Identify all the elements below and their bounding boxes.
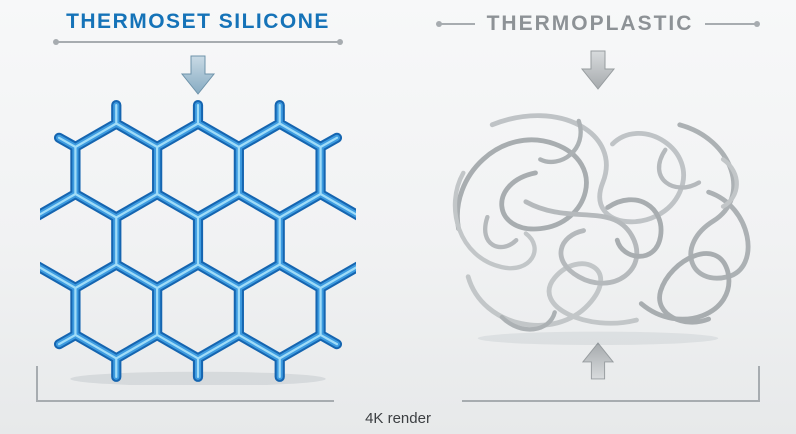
left-frame-bracket: [36, 366, 334, 402]
thermoplastic-title-rule-left: [435, 21, 475, 27]
ground-shadow: [477, 331, 719, 346]
thermoplastic-title-row: THERMOPLASTIC: [428, 10, 768, 38]
down-arrow-icon: [580, 50, 616, 90]
thermoplastic-title: THERMOPLASTIC: [486, 12, 694, 35]
thermoplastic-structure-wrap: [428, 94, 768, 346]
thermoplastic-panel: THERMOPLASTIC: [428, 10, 768, 382]
polymer-chains: [452, 113, 751, 332]
down-arrow-icon: [180, 55, 216, 95]
rule-end-dot: [53, 39, 59, 45]
rule-end-dot: [754, 21, 761, 27]
network-tubes: [40, 105, 356, 377]
right-frame-bracket: [462, 366, 760, 402]
rule-end-dot: [435, 21, 442, 27]
thermoset-title: THERMOSET SILICONE: [66, 10, 330, 33]
thermoplastic-arrow-wrap: [428, 50, 768, 92]
thermoset-arrow-wrap: [28, 55, 368, 97]
thermoset-panel: THERMOSET SILICONE: [28, 10, 368, 385]
rule-end-dot: [337, 39, 343, 45]
thermoplastic-title-rule-right: [705, 21, 761, 27]
thermoset-title-rule: [53, 39, 343, 45]
up-arrow-icon: [581, 342, 615, 380]
thermoset-structure-wrap: [28, 99, 368, 385]
render-caption: 4K render: [365, 410, 431, 427]
thermoplastic-up-arrow-wrap: [428, 342, 768, 382]
tangled-polymer-graphic: [452, 113, 751, 346]
hexagonal-network-graphic: [40, 99, 356, 385]
